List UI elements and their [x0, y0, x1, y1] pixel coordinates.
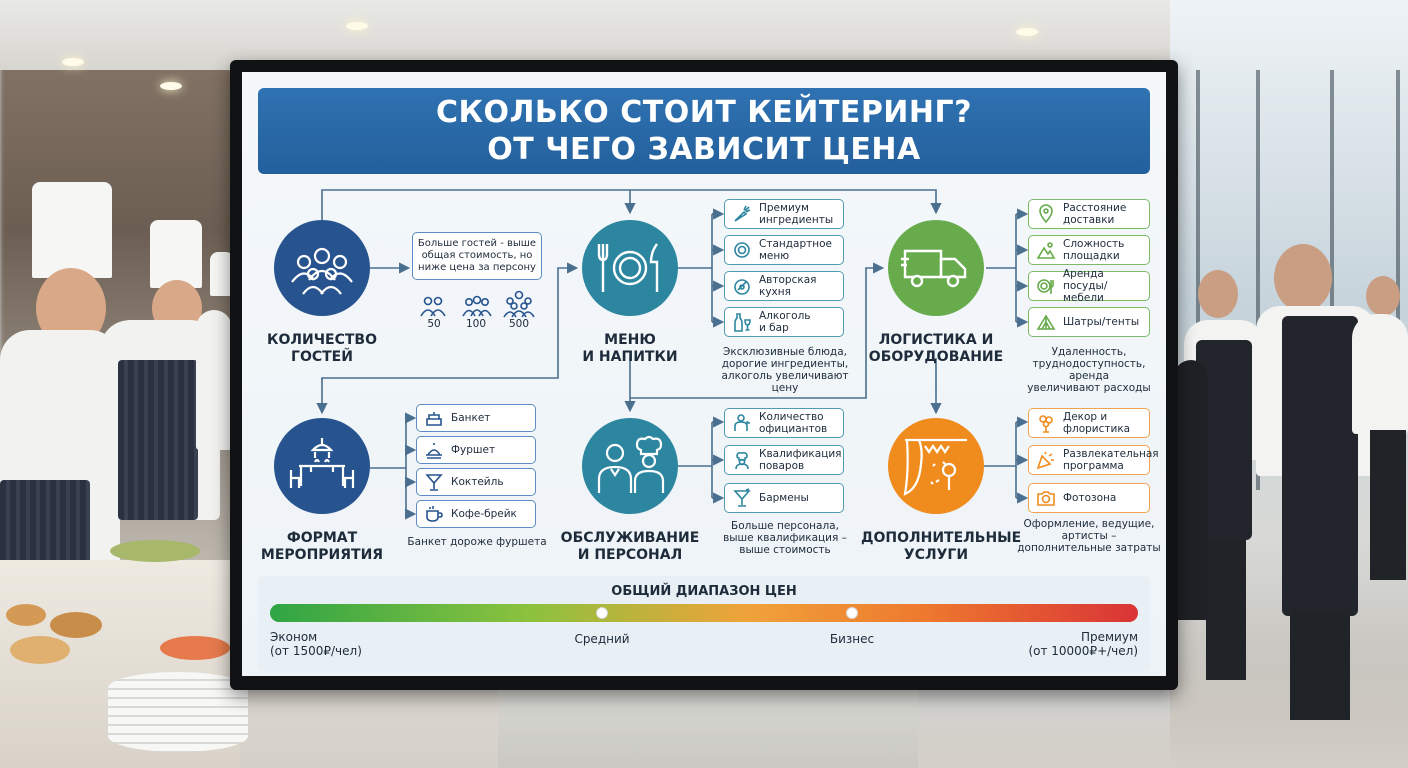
waiter-icon — [731, 412, 753, 434]
large-group-icon — [503, 290, 535, 318]
stage-curtain-icon — [888, 418, 984, 514]
format-item-buffet: Фуршет — [416, 436, 536, 464]
food-dish — [10, 636, 70, 664]
cake-icon — [423, 407, 445, 429]
plate-cutlery-icon — [582, 220, 678, 316]
ceiling-light — [1016, 28, 1038, 36]
title-line-2: ОТ ЧЕГО ЗАВИСИТ ЦЕНА — [487, 132, 921, 167]
price-range-title: ОБЩИЙ ДИАПАЗОН ЦЕН — [611, 584, 797, 599]
medium-group-icon — [462, 295, 492, 317]
banquet-table-icon — [274, 418, 370, 514]
tent-icon — [1035, 311, 1057, 333]
ceiling-light — [160, 82, 182, 90]
price-gradient-bar — [270, 604, 1138, 622]
map-pin-icon — [1035, 203, 1057, 225]
format-item-banquet: Банкет — [416, 404, 536, 432]
title-line-1: СКОЛЬКО СТОИТ КЕЙТЕРИНГ? — [435, 95, 973, 130]
extras-note: Оформление, ведущие,артисты –дополнитель… — [1017, 518, 1161, 554]
window-frame — [1196, 70, 1200, 490]
guest-count-500: 500 — [508, 318, 530, 330]
ceiling-light — [62, 58, 84, 66]
price-tier-economy: Эконом(от 1500₽/чел) — [270, 630, 362, 658]
ceiling-light — [346, 22, 368, 30]
party-popper-icon — [1035, 449, 1057, 471]
display-monitor: СКОЛЬКО СТОИТ КЕЙТЕРИНГ? ОТ ЧЕГО ЗАВИСИТ… — [230, 60, 1178, 690]
format-note: Банкет дороже фуршета — [407, 536, 547, 548]
title-banner: СКОЛЬКО СТОИТ КЕЙТЕРИНГ? ОТ ЧЕГО ЗАВИСИТ… — [258, 88, 1150, 174]
buffet-icon — [423, 439, 445, 461]
price-tier-premium: Премиум(от 10000₽+/чел) — [1028, 630, 1138, 658]
chef-dish-icon — [731, 275, 753, 297]
service-note: Больше персонала,выше квалификация –выше… — [723, 520, 847, 556]
food-dish — [110, 540, 200, 562]
venue-icon — [1035, 239, 1057, 261]
flowers-icon — [1035, 412, 1057, 434]
cocktail-icon — [423, 471, 445, 493]
coffee-cup-icon — [423, 503, 445, 525]
wine-bottle-icon — [731, 311, 753, 333]
service-item-bartenders: Бармены — [724, 483, 844, 513]
window-frame — [1330, 70, 1334, 490]
people-group-icon — [274, 220, 370, 316]
carrot-icon — [731, 203, 753, 225]
guest-count-100: 100 — [465, 318, 487, 330]
format-item-cocktail: Коктейль — [416, 468, 536, 496]
window-frame — [1256, 70, 1260, 490]
price-range-panel: ОБЩИЙ ДИАПАЗОН ЦЕН Эконом(от 1500₽/чел) … — [258, 576, 1150, 672]
price-tier-middle: Средний — [574, 632, 630, 646]
camera-icon — [1035, 487, 1057, 509]
martini-icon — [731, 487, 753, 509]
extras-item-photozone: Фотозона — [1028, 483, 1150, 513]
food-dish — [160, 636, 230, 660]
format-item-coffee-break: Кофе-брейк — [416, 500, 536, 528]
small-group-icon — [420, 296, 446, 317]
food-dish — [6, 604, 46, 626]
price-marker-business — [846, 607, 858, 619]
chef-icon — [731, 449, 753, 471]
food-dish — [50, 612, 102, 638]
price-marker-middle — [596, 607, 608, 619]
window-frame — [1396, 70, 1400, 490]
truck-icon — [888, 220, 984, 316]
logistics-item-tents: Шатры/тенты — [1028, 307, 1150, 337]
guests-note-box: Больше гостей - выше общая стоимость, но… — [412, 232, 542, 280]
staff-icon — [582, 418, 678, 514]
guest-count-50: 50 — [427, 318, 441, 330]
plate-icon — [731, 239, 753, 261]
flow-connectors — [316, 189, 1029, 520]
infographic-screen: СКОЛЬКО СТОИТ КЕЙТЕРИНГ? ОТ ЧЕГО ЗАВИСИТ… — [242, 72, 1166, 676]
stacked-plates — [108, 672, 248, 752]
price-tier-business: Бизнес — [829, 632, 875, 646]
menu-note: Эксклюзивные блюда,дорогие ингредиенты,а… — [721, 346, 849, 394]
dishes-icon — [1035, 275, 1057, 297]
